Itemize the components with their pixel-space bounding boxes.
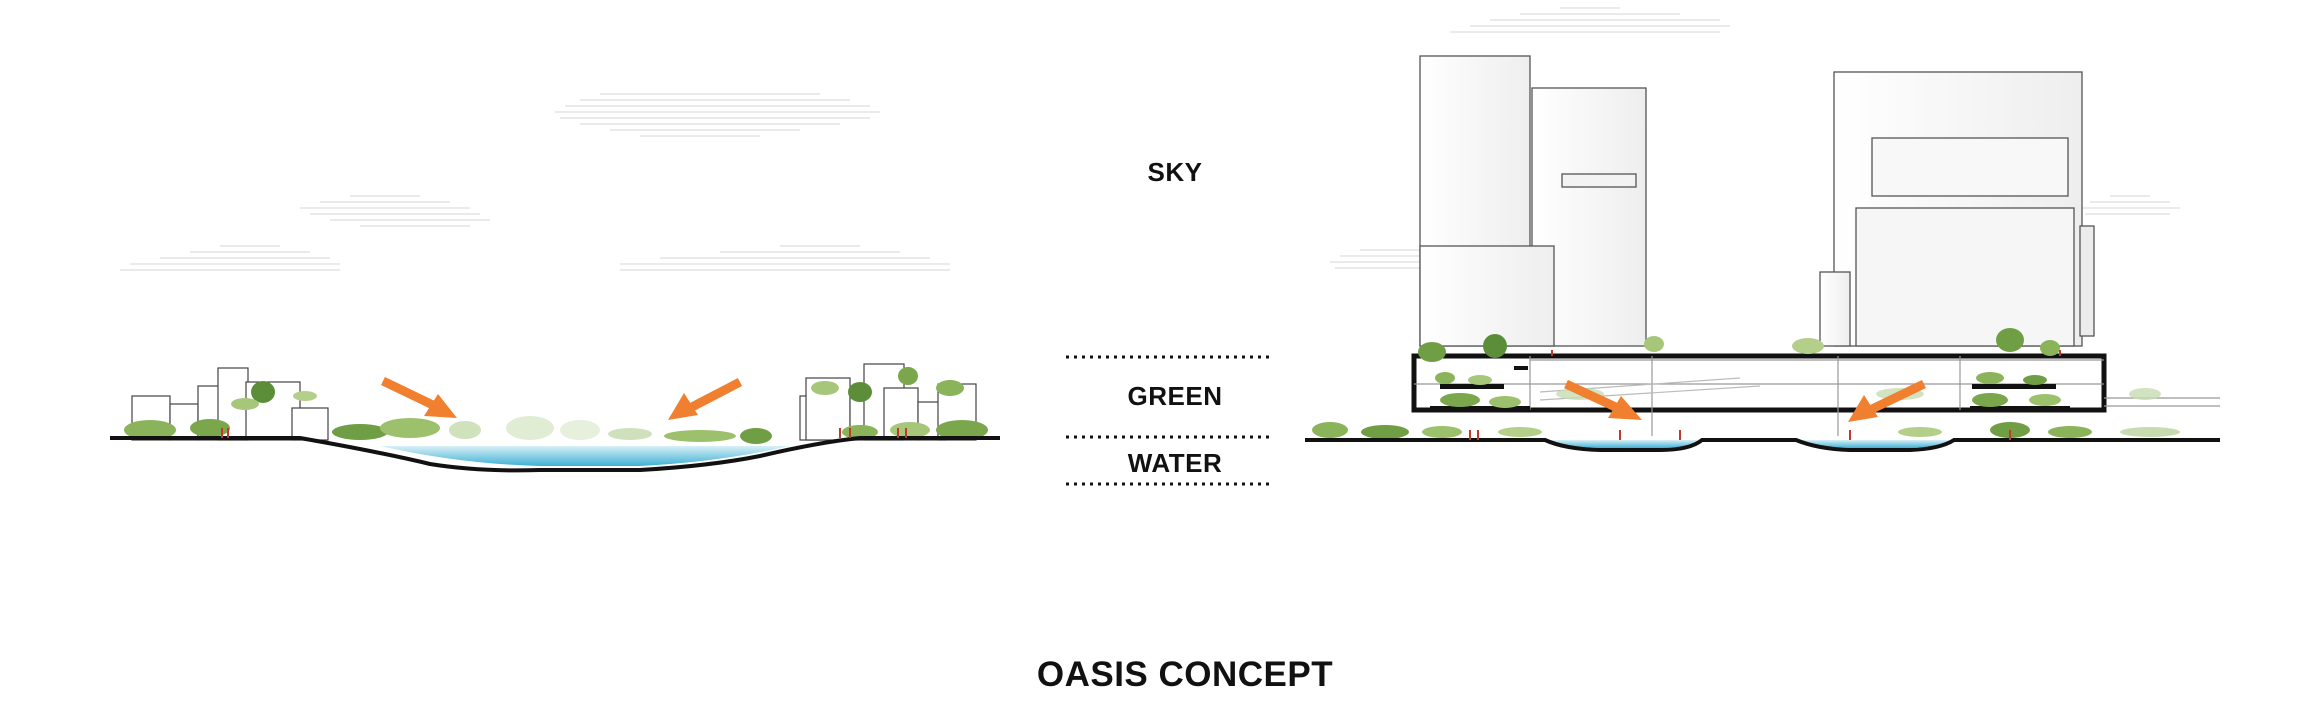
tree-icon bbox=[380, 418, 440, 438]
cloud-icon bbox=[1450, 7, 1730, 33]
tree-icon bbox=[1996, 328, 2024, 352]
left-foliage bbox=[124, 367, 988, 444]
tree-icon bbox=[664, 430, 736, 442]
water-layer-label: WATER bbox=[1127, 448, 1223, 478]
orange-arrow-icon bbox=[1564, 379, 1642, 420]
tree-icon bbox=[1422, 426, 1462, 438]
podium-floors bbox=[1414, 356, 2220, 436]
cloud-icon bbox=[555, 93, 880, 137]
clouds bbox=[120, 7, 2180, 271]
tree-icon bbox=[251, 381, 275, 403]
tree-icon bbox=[898, 367, 918, 385]
green-layer-label: GREEN bbox=[1127, 381, 1223, 411]
tree-icon bbox=[1498, 427, 1542, 437]
tree-icon bbox=[2129, 388, 2161, 400]
tree-icon bbox=[1418, 342, 1446, 362]
tree-icon bbox=[560, 420, 600, 440]
tree-icon bbox=[1792, 338, 1824, 354]
tree-icon bbox=[1976, 372, 2004, 384]
tree-icon bbox=[231, 398, 259, 410]
tree-icon bbox=[608, 428, 652, 440]
tree-icon bbox=[1972, 393, 2008, 407]
slabs bbox=[1430, 366, 2070, 411]
tree-icon bbox=[1468, 375, 1492, 385]
tree-icon bbox=[506, 416, 554, 440]
tree-icon bbox=[449, 421, 481, 439]
cloud-icon bbox=[300, 195, 490, 227]
right-ground-line bbox=[1305, 438, 2220, 452]
towers bbox=[1419, 55, 2095, 347]
orange-arrow-icon bbox=[668, 378, 743, 420]
sky-layer-label: SKY bbox=[1147, 157, 1203, 187]
left-water bbox=[380, 446, 790, 466]
right-section bbox=[1305, 55, 2220, 452]
tree-icon bbox=[2040, 340, 2060, 356]
tree-icon bbox=[1440, 393, 1480, 407]
layer-dividers bbox=[1066, 355, 1272, 486]
orange-arrow-icon bbox=[1848, 379, 1926, 422]
tree-icon bbox=[890, 422, 930, 438]
diagram-title: OASIS CONCEPT bbox=[1036, 655, 1334, 694]
green-podium-frame bbox=[1411, 353, 2107, 413]
cloud-icon bbox=[2080, 195, 2180, 215]
tree-icon bbox=[1898, 427, 1942, 437]
cloud-icon bbox=[120, 245, 340, 271]
tree-icon bbox=[1483, 334, 1507, 358]
tree-icon bbox=[1312, 422, 1348, 438]
tree-icon bbox=[848, 382, 872, 402]
tree-icon bbox=[740, 428, 772, 444]
tree-icon bbox=[1361, 425, 1409, 439]
right-water-basin-2 bbox=[1802, 440, 1950, 448]
tree-icon bbox=[936, 420, 988, 440]
right-people bbox=[1469, 350, 2061, 440]
tree-icon bbox=[1435, 372, 1455, 384]
tree-icon bbox=[2048, 426, 2092, 438]
tree-icon bbox=[936, 380, 964, 396]
tree-icon bbox=[2120, 427, 2180, 437]
right-water-basin-1 bbox=[1550, 440, 1700, 448]
cloud-icon bbox=[1330, 249, 1420, 269]
orange-arrow-icon bbox=[381, 376, 457, 418]
tree-icon bbox=[1489, 396, 1521, 408]
tree-icon bbox=[1644, 336, 1664, 352]
tree-icon bbox=[811, 381, 839, 395]
tree-icon bbox=[190, 419, 230, 437]
tree-icon bbox=[332, 424, 388, 440]
tower-left-podium bbox=[1419, 245, 1555, 347]
left-people bbox=[221, 428, 907, 438]
tree-icon bbox=[2029, 394, 2061, 406]
tree-icon bbox=[2023, 375, 2047, 385]
left-section bbox=[110, 363, 1000, 473]
tree-icon bbox=[124, 420, 176, 440]
tree-icon bbox=[293, 391, 317, 401]
left-ground-line bbox=[110, 436, 1000, 473]
cloud-icon bbox=[620, 245, 950, 271]
